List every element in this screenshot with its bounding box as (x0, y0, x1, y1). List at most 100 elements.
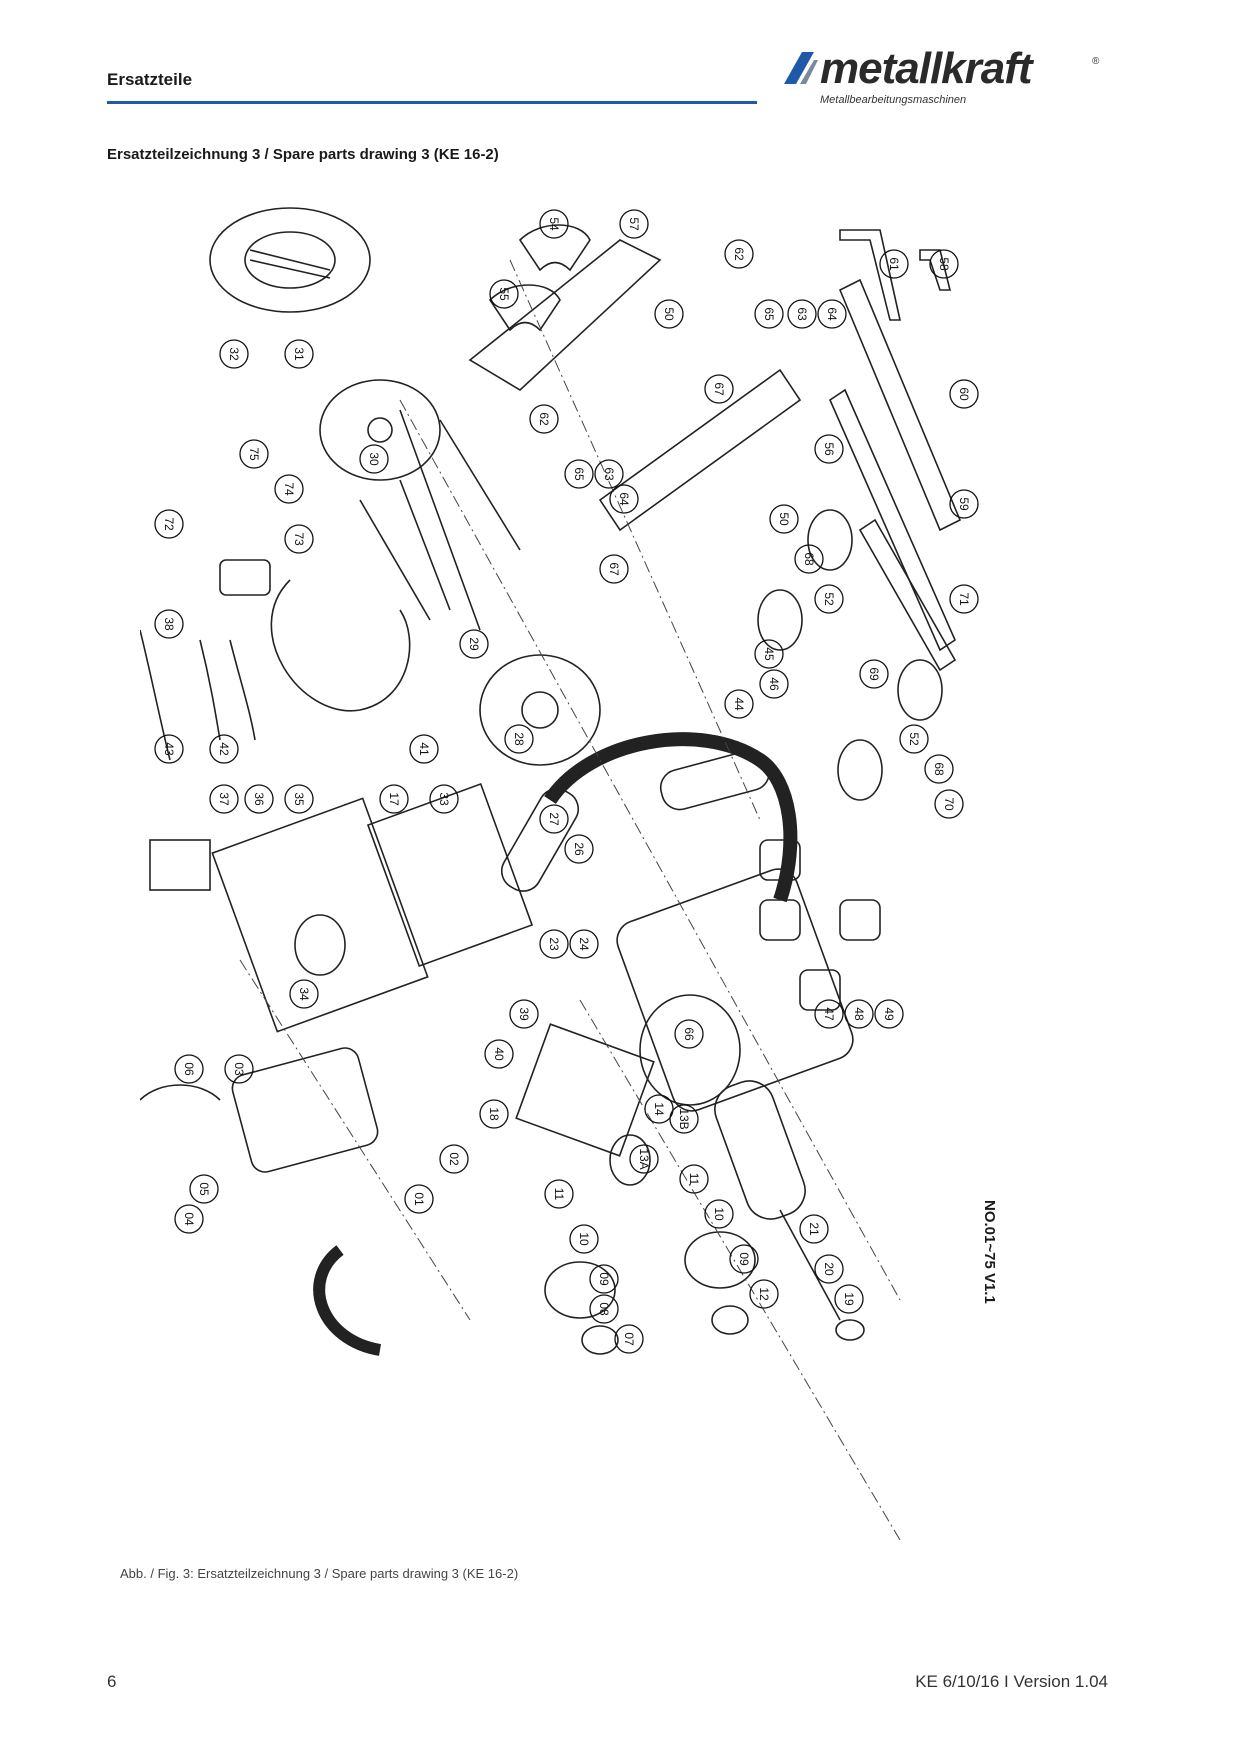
power-plug-shape (219, 559, 271, 596)
part-callout-number: 52 (907, 732, 921, 746)
part-callout-circle (874, 999, 904, 1029)
part-callout-circle (439, 1144, 469, 1174)
part-callout-number: 13B (677, 1108, 691, 1129)
part-callout-number: 26 (572, 842, 586, 856)
terminal-box-shape (366, 782, 534, 968)
part-callout-circle (219, 339, 249, 369)
logo-wordmark: metallkraft (820, 44, 1033, 93)
knob-shape (139, 1084, 221, 1101)
fan-shape (319, 379, 441, 481)
part-callout-circle (817, 299, 847, 329)
part-callout-number: 67 (607, 562, 621, 576)
part-callout-circle (409, 734, 439, 764)
part-callout-number: 62 (732, 247, 746, 261)
part-callout-number: 10 (577, 1232, 591, 1246)
part-callout-circle (619, 209, 649, 239)
bracket-shape (468, 239, 662, 391)
part-callout-circle (209, 784, 239, 814)
part-callout-number: 23 (547, 937, 561, 951)
part-callout-number: 32 (227, 347, 241, 361)
part-callout-number: 20 (822, 1262, 836, 1276)
part-callout-number: 42 (217, 742, 231, 756)
part-callout-circle (224, 1054, 254, 1084)
part-callout-circle (769, 504, 799, 534)
fan-cover-shape (209, 207, 371, 313)
part-callout-number: 30 (367, 452, 381, 466)
part-callout-circle (509, 999, 539, 1029)
part-callout-circle (614, 1324, 644, 1354)
logo-tagline: Metallbearbeitungsmaschinen (820, 94, 967, 106)
part-callout-circle (724, 689, 754, 719)
part-callout-circle (679, 1164, 709, 1194)
brand-logo: metallkraft ® Metallbearbeitungsmaschine… (780, 44, 1110, 110)
part-callout-number: 61 (887, 257, 901, 271)
part-callout-circle (359, 444, 389, 474)
part-callout-circle (289, 979, 319, 1009)
part-callout-circle (787, 299, 817, 329)
part-callout-number: 70 (942, 797, 956, 811)
part-callout-number: 13A (637, 1148, 651, 1169)
part-callout-circle (654, 299, 684, 329)
part-callout-circle (244, 784, 274, 814)
part-callout-number: 01 (412, 1192, 426, 1206)
part-callout-circle (154, 609, 184, 639)
part-callout-number: 35 (292, 792, 306, 806)
part-callout-circle (814, 434, 844, 464)
part-callout-circle (949, 489, 979, 519)
document-version: KE 6/10/16 I Version 1.04 (915, 1672, 1108, 1691)
part-callout-number: 68 (932, 762, 946, 776)
part-callout-number: 54 (547, 217, 561, 231)
part-callout-number: 14 (652, 1102, 666, 1116)
power-cable-shape (270, 579, 411, 712)
part-callout-number: 12 (757, 1287, 771, 1301)
part-callout-circle (154, 509, 184, 539)
part-callout-circle (794, 544, 824, 574)
part-callout-number: 11 (687, 1173, 701, 1186)
part-callout-number: 10 (712, 1207, 726, 1221)
part-callout-circle (379, 784, 409, 814)
part-callout-number: 37 (217, 792, 231, 806)
part-callout-number: 03 (232, 1062, 246, 1076)
page-header-title: Ersatzteile (107, 70, 193, 89)
part-callout-circle (799, 1214, 829, 1244)
part-callout-circle (629, 1144, 659, 1174)
part-callout-circle (564, 834, 594, 864)
handle-shape (544, 732, 798, 903)
part-callout-circle (404, 1184, 434, 1214)
part-callout-circle (814, 1254, 844, 1284)
part-callout-circle (544, 1179, 574, 1209)
part-callout-number: 09 (597, 1272, 611, 1286)
part-callout-number: 47 (822, 1007, 836, 1021)
part-callout-number: 38 (162, 617, 176, 631)
part-callout-circle (644, 1094, 674, 1124)
part-callout-circle (844, 999, 874, 1029)
part-callout-number: 17 (387, 792, 401, 806)
part-callout-number: 62 (537, 412, 551, 426)
part-callout-circle (924, 754, 954, 784)
part-callout-number: 69 (867, 667, 881, 681)
part-callout-number: 52 (822, 592, 836, 606)
part-callout-circle (669, 1104, 699, 1134)
drawing-canvas (139, 207, 962, 1541)
part-callout-circle (949, 379, 979, 409)
part-callout-circle (609, 484, 639, 514)
part-callout-number: 73 (292, 532, 306, 546)
part-callout-number: 24 (577, 937, 591, 951)
part-callout-number: 63 (602, 467, 616, 481)
part-callout-circle (239, 439, 269, 469)
part-callout-circle (724, 239, 754, 269)
part-callout-number: 65 (572, 467, 586, 481)
part-callout-number: 66 (682, 1027, 696, 1041)
gear-housing-shape (231, 1047, 379, 1173)
switch-shape (149, 839, 211, 891)
part-callout-number: 74 (282, 482, 296, 496)
part-callout-number: 71 (957, 592, 971, 606)
page-number: 6 (107, 1672, 117, 1691)
version-note: NO.01~75 V1.1 (981, 1200, 998, 1304)
part-callout-circle (209, 734, 239, 764)
part-callout-circle (284, 339, 314, 369)
part-callout-circle (929, 249, 959, 279)
part-callout-number: 50 (662, 307, 676, 321)
